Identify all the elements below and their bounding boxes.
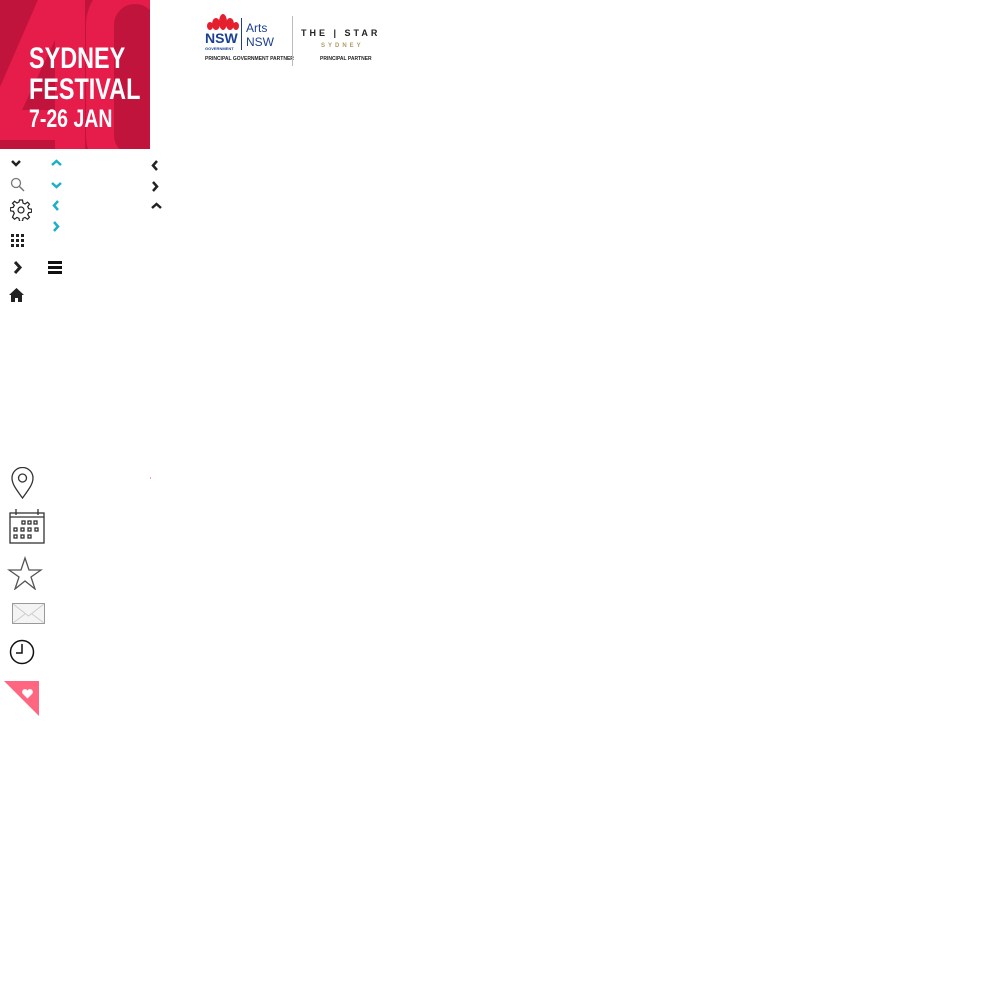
map-pin-icon[interactable] xyxy=(10,467,35,500)
chevron-down-teal-icon[interactable] xyxy=(51,181,62,189)
sydney-festival-logo[interactable]: SYDNEY FESTIVAL 7-26 JAN xyxy=(0,0,150,149)
logo-line1: SYDNEY xyxy=(29,42,126,75)
search-icon[interactable] xyxy=(10,177,25,192)
star-sydney-text: SYDNEY xyxy=(321,43,364,49)
chevron-left-teal-icon[interactable] xyxy=(52,200,60,211)
arts-text: Arts xyxy=(246,21,268,35)
the-star-text: THE | STAR xyxy=(301,28,381,38)
logo-dates: 7-26 JAN xyxy=(29,105,113,133)
arts-nsw-text: NSW xyxy=(246,35,274,49)
logo-40-graphic xyxy=(0,0,150,149)
gov-partner-caption: PRINCIPAL GOVERNMENT PARTNER xyxy=(205,56,294,62)
chevron-right-icon[interactable] xyxy=(151,181,159,192)
star-partner-caption: PRINCIPAL PARTNER xyxy=(320,56,372,62)
partner-logos: NSW GOVERNMENT Arts NSW PRINCIPAL GOVERN… xyxy=(204,14,389,66)
grid-icon[interactable] xyxy=(11,234,25,248)
chevron-up-icon[interactable] xyxy=(151,202,162,209)
home-icon[interactable] xyxy=(9,288,24,302)
chevron-left-icon[interactable] xyxy=(151,160,159,171)
star-icon[interactable] xyxy=(7,556,43,590)
chevron-right-icon[interactable] xyxy=(13,261,23,274)
clock-icon[interactable] xyxy=(9,639,35,665)
calendar-icon[interactable] xyxy=(9,508,46,545)
chevron-up-teal-icon[interactable] xyxy=(51,159,62,167)
favourite-heart-icon[interactable] xyxy=(4,681,39,716)
chevron-right-teal-icon[interactable] xyxy=(52,221,60,232)
divider-dot xyxy=(150,477,151,479)
hamburger-menu-icon[interactable] xyxy=(48,261,62,274)
waratah-icon xyxy=(207,14,239,30)
nsw-text: NSW xyxy=(205,30,238,46)
mail-icon[interactable] xyxy=(12,603,45,624)
gear-icon[interactable] xyxy=(10,199,32,221)
government-text: GOVERNMENT xyxy=(205,46,234,51)
logo-line2: FESTIVAL xyxy=(29,73,141,106)
chevron-down-icon[interactable] xyxy=(10,159,22,167)
